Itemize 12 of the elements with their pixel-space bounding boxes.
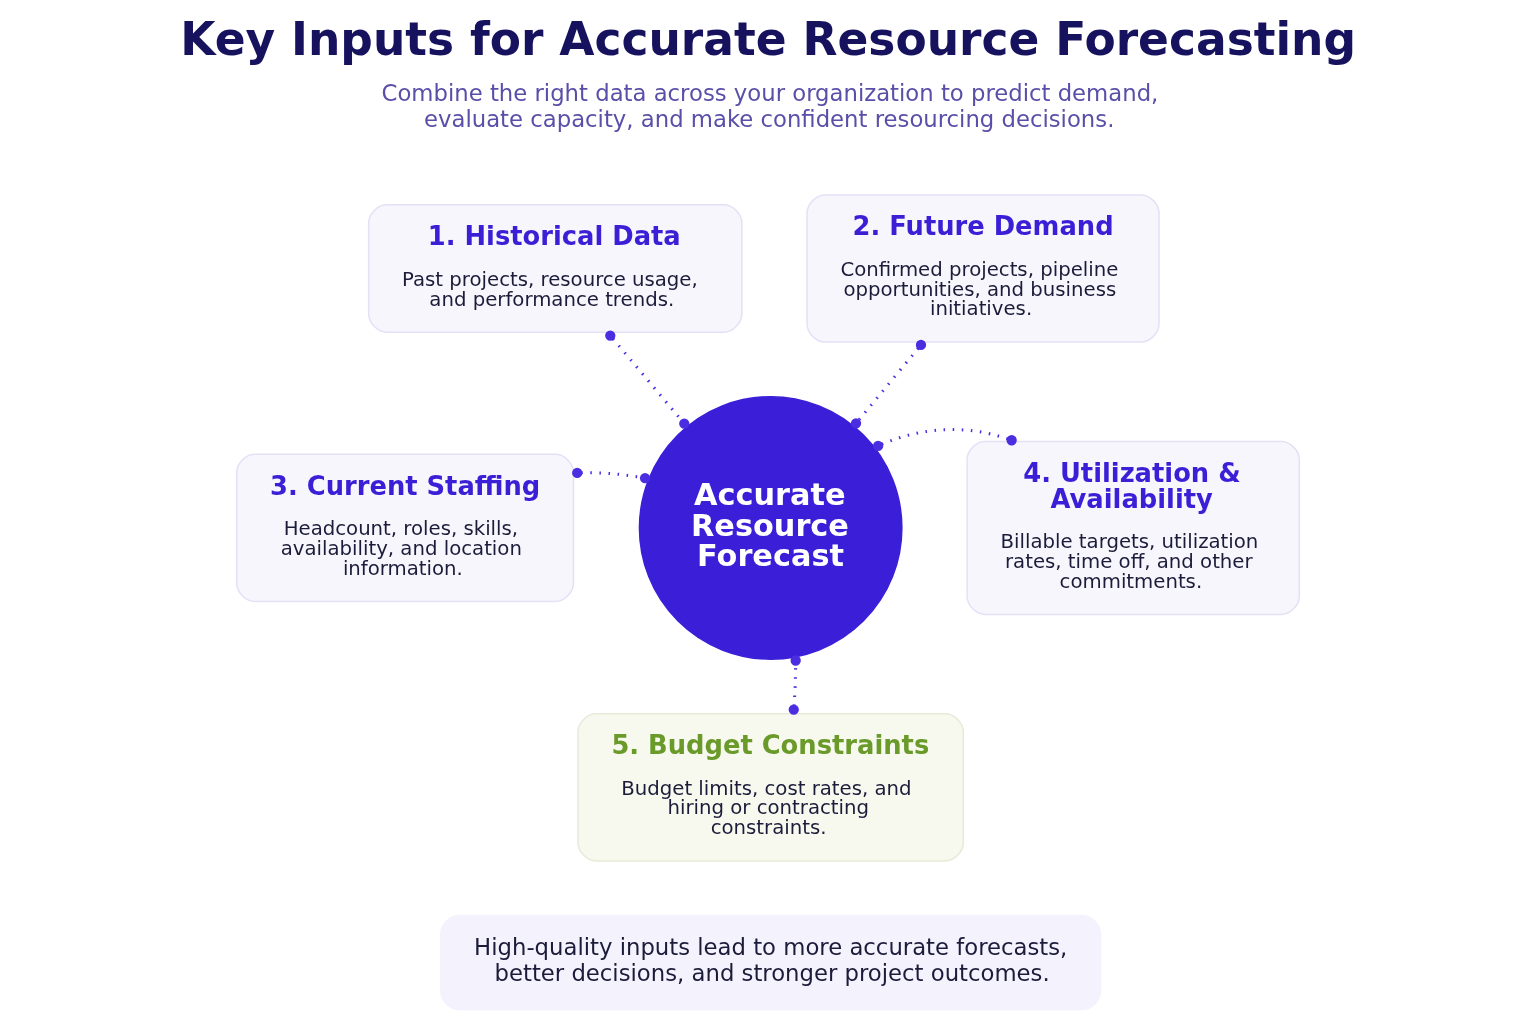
- connector: [872, 428, 1017, 452]
- node-box: 4. Utilization & Availability Billable targets, utilization rates, time off, and other commitments.: [966, 440, 1301, 616]
- connector: [605, 330, 690, 429]
- node-box: 1. Historical Data Past projects, resource usage, and performance trends.: [367, 204, 743, 333]
- node-box: 2. Future Demand Confirmed projects, pipeline opportunities, and business initiatives.: [806, 194, 1160, 343]
- connector: [788, 655, 801, 715]
- connector: [850, 339, 927, 429]
- diagram-title: Key Inputs for Accurate Resource Forecasting: [180, 13, 1357, 67]
- connector: [572, 467, 651, 484]
- node-box: 3. Current Staffing Headcount, roles, skills, availability, and location information.: [235, 453, 575, 603]
- label: Combine the right data across your organization to predict demand, evaluate capacity, and make confident resourcing decisions.: [381, 79, 1159, 132]
- node-box: 5. Budget Constraints Budget limits, cost rates, and hiring or contracting constraints.: [577, 713, 965, 862]
